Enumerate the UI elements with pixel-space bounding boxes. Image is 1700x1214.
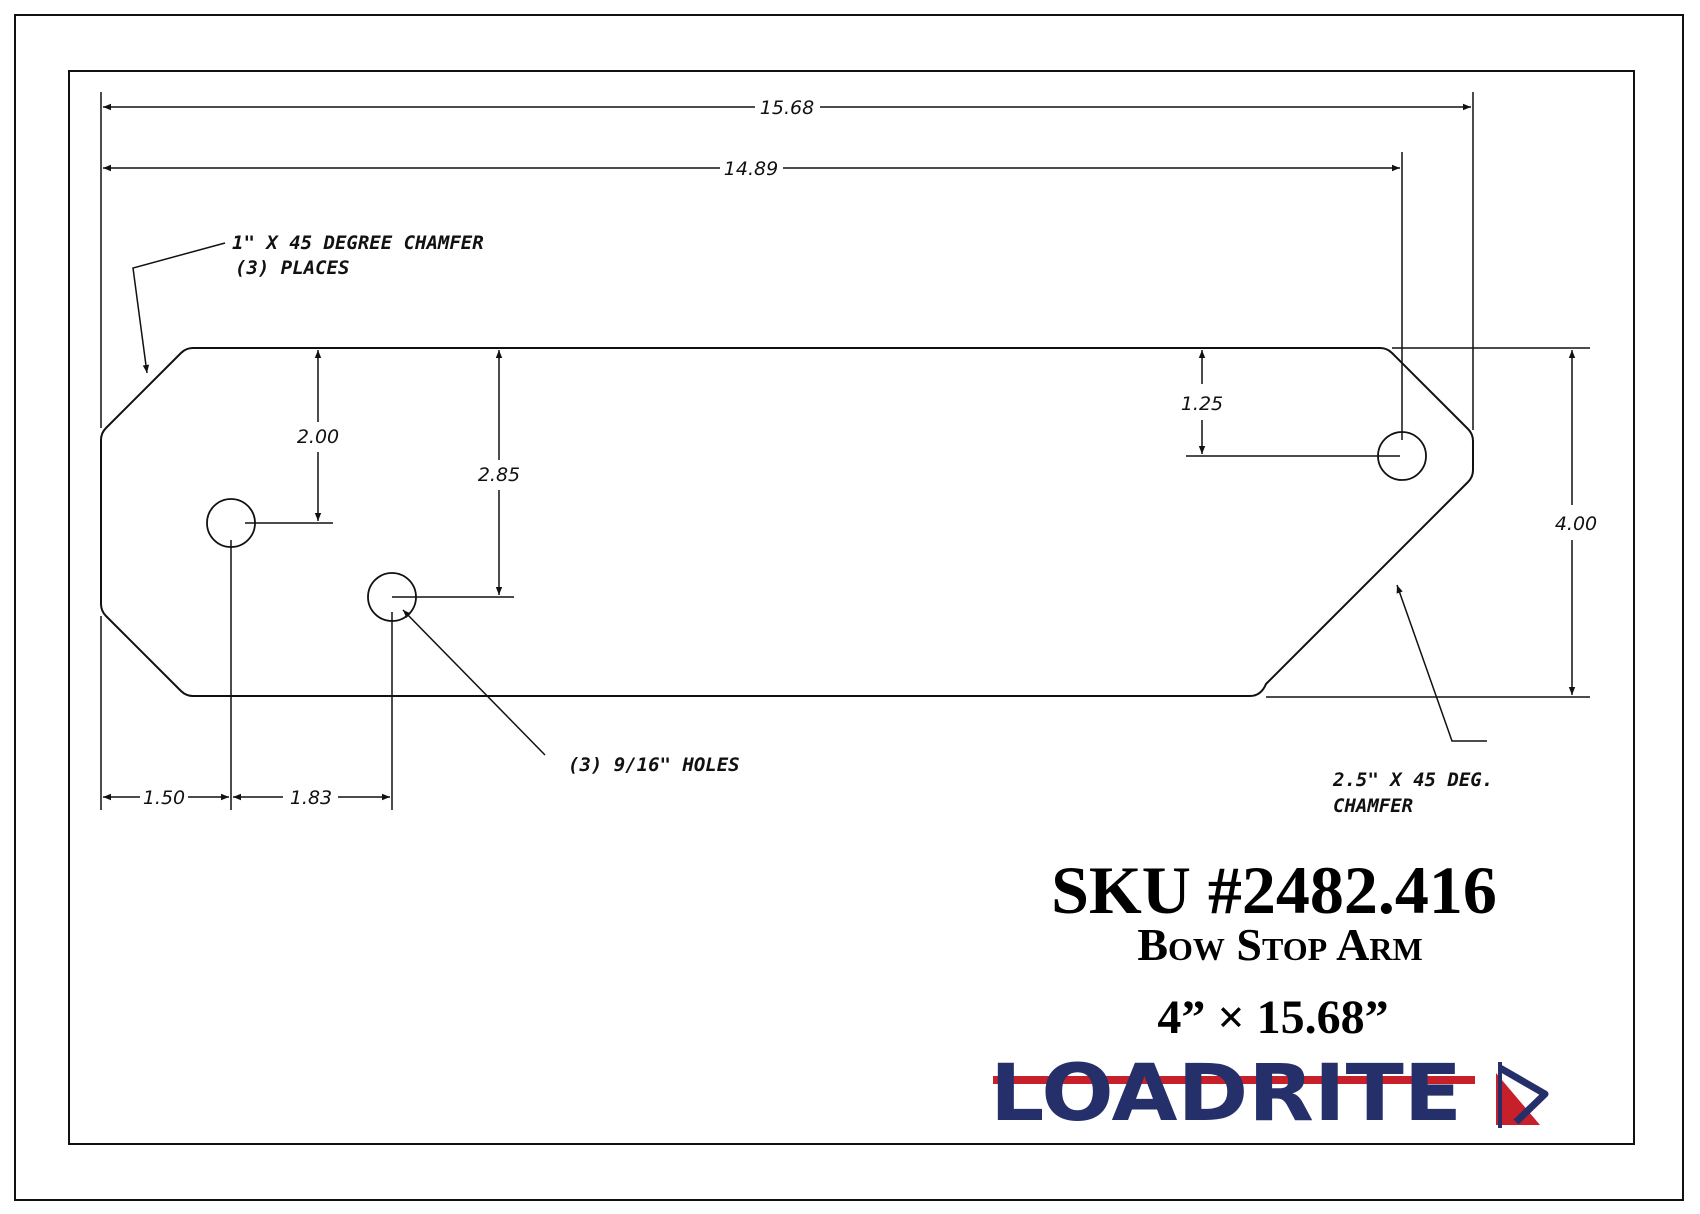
part-name: Bow Stop Arm bbox=[1137, 919, 1422, 970]
note-large-chamfer-line1: 2.5" X 45 DEG. bbox=[1332, 769, 1493, 791]
logo-wordmark: LOADRITE bbox=[990, 1049, 1462, 1139]
dim-hole1-from-top: 2.00 bbox=[297, 426, 339, 448]
extension-lines bbox=[100, 92, 1590, 810]
dim-hole3-from-top: 1.25 bbox=[1181, 393, 1223, 415]
dim-hole-span: 14.89 bbox=[724, 158, 778, 180]
inner-border bbox=[68, 70, 1635, 1145]
dim-hole2-from-top: 2.85 bbox=[478, 464, 520, 486]
logo-red-stripe bbox=[993, 1076, 1475, 1084]
dimension-lines bbox=[103, 103, 1576, 801]
note-small-chamfer-line2: (3) PLACES bbox=[235, 257, 349, 279]
outer-border bbox=[14, 14, 1684, 1201]
note-small-chamfer-line1: 1" X 45 DEGREE CHAMFER bbox=[232, 232, 484, 254]
dim-overall-length: 15.68 bbox=[760, 97, 814, 119]
dim-overall-height: 4.00 bbox=[1555, 513, 1597, 535]
dim-hole1-from-left: 1.50 bbox=[143, 787, 185, 809]
leader-lines bbox=[132, 242, 1487, 756]
loadrite-logo: LOADRITE bbox=[990, 1049, 1549, 1139]
dim-hole-spacing: 1.83 bbox=[290, 787, 332, 809]
part-size: 4” × 15.68” bbox=[1157, 991, 1388, 1044]
note-holes: (3) 9/16" HOLES bbox=[568, 754, 740, 776]
logo-flag-icon bbox=[1496, 1062, 1549, 1128]
note-large-chamfer-line2: CHAMFER bbox=[1333, 795, 1413, 817]
sku-title: SKU #2482.416 bbox=[1051, 852, 1497, 928]
part-outline bbox=[100, 347, 1474, 697]
